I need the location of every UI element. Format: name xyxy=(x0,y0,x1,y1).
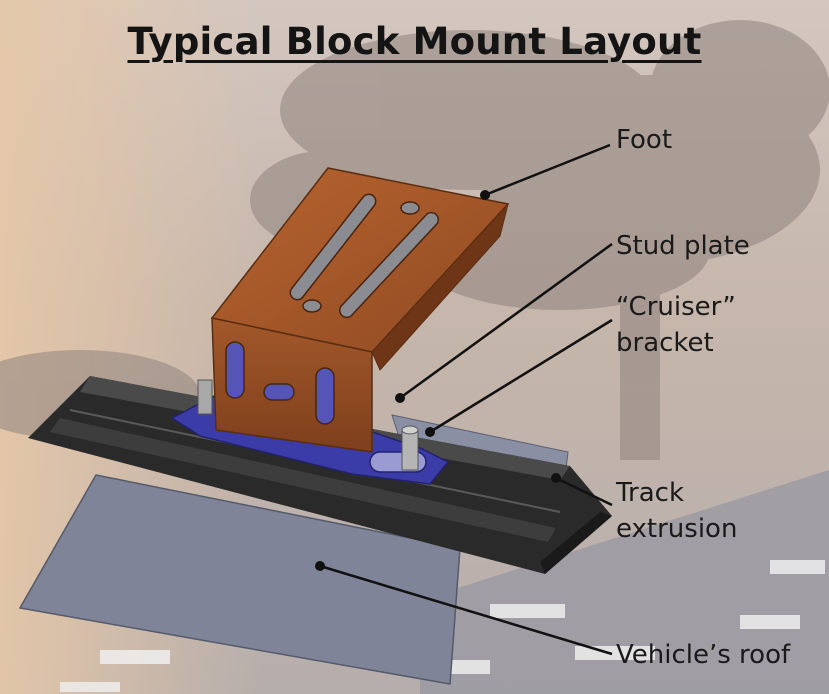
leader-dots xyxy=(315,190,561,571)
label-stud-plate: Stud plate xyxy=(616,228,750,264)
label-cruiser-bracket-line2: bracket xyxy=(616,328,714,358)
label-foot: Foot xyxy=(616,122,672,158)
label-vehicles-roof: Vehicle’s roof xyxy=(616,637,790,673)
background-roof-rack xyxy=(420,470,829,694)
leader-foot xyxy=(484,143,611,197)
leader-vehicles-roof xyxy=(319,564,613,656)
label-track-extrusion-line1: Track xyxy=(616,478,685,508)
leader-lines xyxy=(319,143,613,656)
label-foot-text: Foot xyxy=(616,125,673,155)
leader-track-extrusion xyxy=(555,476,613,507)
label-cruiser-bracket-line1: “Cruiser” xyxy=(616,292,736,322)
leader-cruiser-bracket xyxy=(429,318,613,434)
background-rack-slots xyxy=(60,560,825,692)
label-cruiser-bracket: “Cruiser” bracket xyxy=(616,289,736,361)
label-track-extrusion: Track extrusion xyxy=(616,475,737,547)
leader-stud-plate xyxy=(399,242,613,400)
foot-slots xyxy=(289,193,440,319)
label-stud-plate-text: Stud plate xyxy=(616,231,750,261)
label-vehicles-roof-text: Vehicle’s roof xyxy=(616,640,791,670)
foot-bracket xyxy=(210,167,510,453)
label-track-extrusion-line2: extrusion xyxy=(616,514,738,544)
foot-front-slots xyxy=(225,341,335,425)
diagram-title: Typical Block Mount Layout xyxy=(127,20,702,63)
